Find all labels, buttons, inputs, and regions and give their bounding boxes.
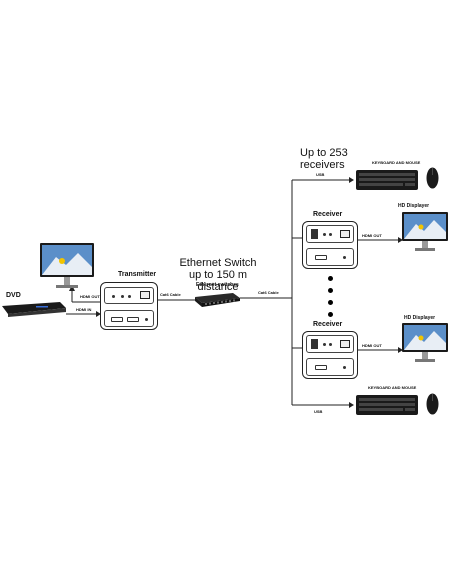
rj45-port-icon xyxy=(140,291,150,299)
receiver-top-label: Receiver xyxy=(313,211,342,218)
ethernet-switches-label: Ethernet switches xyxy=(196,282,239,288)
status-led xyxy=(323,233,326,236)
transmitter-rear-panel xyxy=(104,310,154,327)
mouse-icon xyxy=(426,167,439,189)
usb-top-label: USB xyxy=(316,172,324,177)
more-receivers-dot xyxy=(328,288,333,293)
monitor-icon xyxy=(402,323,448,363)
hd-displayer-top-label: HD Displayer xyxy=(398,203,429,209)
receiver-bottom-rear-panel xyxy=(306,358,354,376)
status-led xyxy=(323,343,326,346)
hdmi-port-icon xyxy=(315,255,327,260)
status-led xyxy=(329,233,332,236)
dvd-player xyxy=(0,300,68,318)
status-led xyxy=(329,343,332,346)
hd-displayer-top xyxy=(402,212,448,252)
dvd-label: DVD xyxy=(6,292,21,299)
usb-ports-icon xyxy=(311,229,318,239)
monitor-icon xyxy=(40,243,94,289)
cat6-cable-right-label: Cat6 Cable xyxy=(258,290,279,295)
mouse-icon xyxy=(426,393,439,415)
keyboard-mouse-bottom-label: KEYBOARD AND MOUSE xyxy=(368,385,416,390)
keyboard-icon xyxy=(356,170,418,190)
hdmi-out-tx-label: HDMI OUT xyxy=(80,294,100,299)
link-led xyxy=(121,295,124,298)
hd-displayer-bottom xyxy=(402,323,448,363)
ethernet-switch xyxy=(193,292,241,308)
transmitter-front-panel xyxy=(104,287,154,304)
rj45-port-icon xyxy=(340,230,350,238)
dvd-player-icon xyxy=(0,300,68,318)
hdmi-port-icon xyxy=(127,317,139,322)
receiver-bottom-device xyxy=(302,331,358,379)
usb-bottom-label: USB xyxy=(314,409,322,414)
hdmi-port-icon xyxy=(315,365,327,370)
hd-displayer-bottom-label: HD Displayer xyxy=(404,315,435,321)
dc-jack-icon xyxy=(343,366,346,369)
dc-jack-icon xyxy=(343,256,346,259)
hdmi-in-label: HDMI IN xyxy=(76,307,91,312)
receiver-top-device xyxy=(302,221,358,269)
transmitter-label: Transmitter xyxy=(118,271,156,278)
hdmi-port-icon xyxy=(111,317,123,322)
mouse-top xyxy=(426,167,439,189)
usb-ports-icon xyxy=(311,339,318,349)
dc-jack-icon xyxy=(145,318,148,321)
more-receivers-dot xyxy=(328,276,333,281)
more-receivers-dot xyxy=(328,312,333,317)
receiver-bottom-front-panel xyxy=(306,335,354,353)
more-receivers-dot xyxy=(328,300,333,305)
source-monitor xyxy=(40,243,94,289)
rj45-port-icon xyxy=(340,340,350,348)
receiver-bottom-label: Receiver xyxy=(313,321,342,328)
mouse-bottom xyxy=(426,393,439,415)
power-led xyxy=(112,295,115,298)
hdmi-out-top-label: HDMI OUT xyxy=(362,233,382,238)
receiver-top-front-panel xyxy=(306,225,354,243)
transmitter-device xyxy=(100,282,158,330)
keyboard-bottom xyxy=(356,395,418,415)
receivers-heading: Up to 253 receivers xyxy=(300,147,348,171)
receiver-top-rear-panel xyxy=(306,248,354,266)
keyboard-mouse-top-label: KEYBOARD AND MOUSE xyxy=(372,160,420,165)
monitor-icon xyxy=(402,212,448,252)
keyboard-icon xyxy=(356,395,418,415)
hdmi-out-bottom-label: HDMI OUT xyxy=(362,343,382,348)
keyboard-top xyxy=(356,170,418,190)
ir-led xyxy=(128,295,131,298)
ethernet-switch-icon xyxy=(193,292,241,308)
